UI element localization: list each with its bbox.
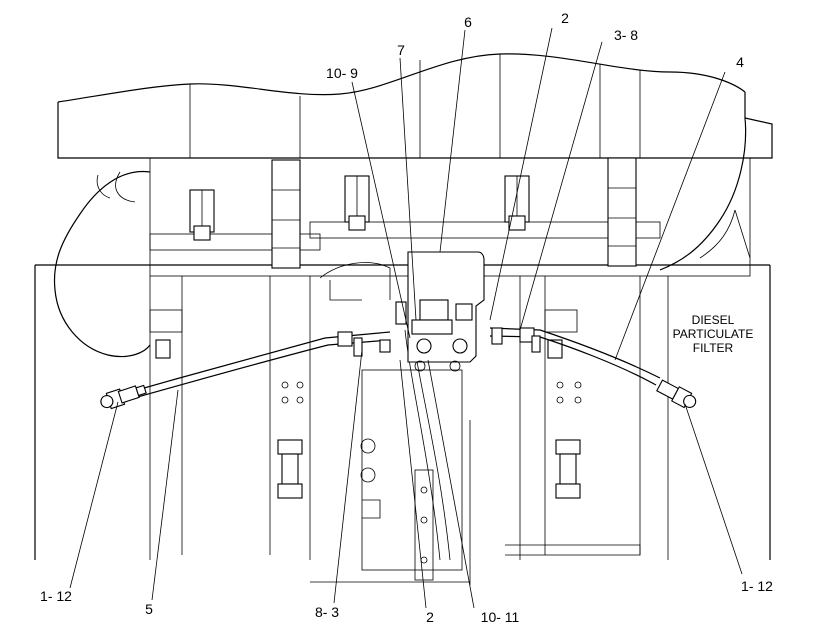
leader-10-11 — [427, 359, 475, 609]
callout-10-11: 10- 11 — [481, 609, 520, 625]
callout-labels: 6 2 3- 8 7 10- 9 4 1- 12 5 8- 3 2 10- 11… — [40, 10, 773, 625]
callout-8-3: 8- 3 — [315, 604, 339, 620]
callout-10-9: 10- 9 — [326, 65, 358, 81]
leader-5 — [151, 389, 179, 601]
callout-4: 4 — [736, 54, 744, 70]
leader-10-9 — [351, 81, 411, 339]
callout-1-12-right: 1- 12 — [741, 578, 773, 594]
sensor-module — [395, 251, 485, 372]
lower-engine-details — [149, 262, 641, 585]
leader-1-12-left — [69, 401, 119, 589]
leader-2-top — [489, 27, 553, 321]
tube-fitting-left — [100, 384, 147, 410]
callout-5: 5 — [145, 601, 153, 617]
callout-2-bottom: 2 — [426, 609, 434, 625]
leader-2-bottom — [399, 359, 427, 609]
leader-4 — [614, 71, 726, 361]
filter-label-line-1: DIESEL — [692, 313, 735, 327]
leader-1-12-right — [684, 403, 743, 575]
diesel-particulate-filter-label: DIESEL PARTICULATE FILTER — [673, 313, 754, 355]
filter-label-line-3: FILTER — [693, 341, 734, 355]
filter-label-line-2: PARTICULATE — [673, 327, 754, 341]
leader-6 — [439, 29, 466, 253]
sensor-line-right — [489, 327, 661, 386]
tube-fitting-right — [656, 379, 697, 409]
callout-2-top: 2 — [561, 10, 569, 26]
callout-3-8: 3- 8 — [614, 27, 638, 43]
leader-3-8 — [519, 41, 603, 331]
callout-6: 6 — [464, 14, 472, 30]
leader-7 — [399, 57, 417, 321]
callout-1-12-left: 1- 12 — [40, 588, 72, 604]
callout-7: 7 — [397, 42, 405, 58]
leader-lines — [69, 27, 743, 609]
manifold-clamps — [189, 157, 637, 269]
leader-8-3 — [333, 349, 363, 604]
sensor-line-left — [129, 331, 391, 399]
